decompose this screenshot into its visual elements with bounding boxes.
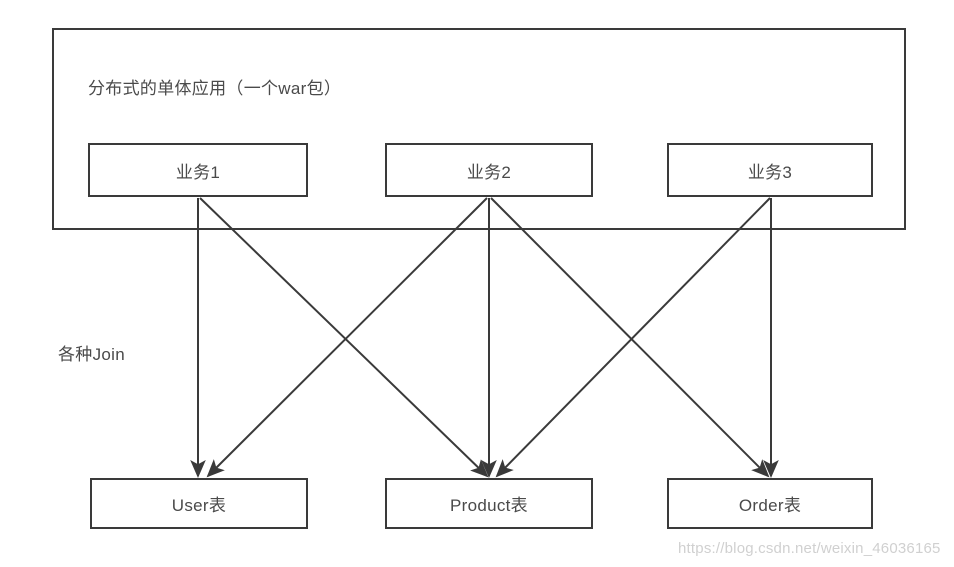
monolith-container-title: 分布式的单体应用（一个war包） [88, 79, 342, 98]
edge-arrow [206, 197, 488, 478]
table-node-user-label: User表 [171, 496, 227, 515]
monolith-container-box [52, 28, 906, 230]
service-node-3-label: 业务3 [747, 162, 793, 182]
table-node-product[interactable]: Product表 [385, 478, 593, 529]
edges-group [190, 197, 779, 478]
service-node-1-label: 业务1 [175, 162, 221, 182]
service-node-2-label: 业务2 [466, 162, 512, 182]
edge-arrow [199, 197, 489, 478]
table-node-user[interactable]: User表 [90, 478, 308, 529]
table-node-product-label: Product表 [450, 496, 528, 515]
service-node-3[interactable]: 业务3 [667, 143, 873, 197]
service-node-1[interactable]: 业务1 [88, 143, 308, 197]
watermark-text: https://blog.csdn.net/weixin_46036165 [678, 540, 941, 557]
table-node-order-label: Order表 [738, 496, 802, 515]
service-node-2[interactable]: 业务2 [385, 143, 593, 197]
edge-arrow [495, 197, 771, 478]
table-node-order[interactable]: Order表 [667, 478, 873, 529]
join-annotation-label: 各种Join [58, 345, 125, 364]
edge-arrow [490, 197, 770, 478]
